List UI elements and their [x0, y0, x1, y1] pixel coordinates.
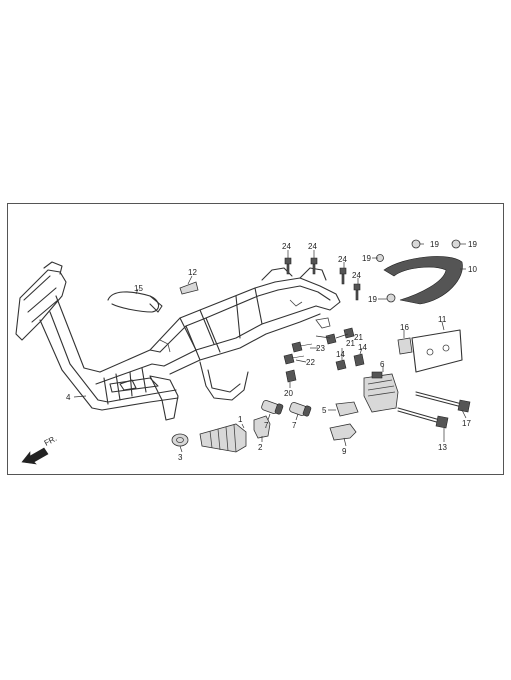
part-7-damper-a — [261, 400, 284, 415]
arrow-icon — [21, 447, 49, 465]
callout-20: 20 — [284, 389, 293, 398]
callout-24-a: 24 — [282, 242, 291, 251]
callout-21-b: 21 — [346, 339, 355, 348]
part-24-bolts — [284, 257, 361, 301]
callout-14-a: 14 — [336, 350, 345, 359]
part-19-washer-c — [386, 293, 396, 303]
callout-21-a: 21 — [354, 333, 363, 342]
callout-6: 6 — [380, 360, 385, 369]
part-1-boot — [199, 423, 247, 453]
part-17-long-bolt — [415, 391, 471, 413]
callout-7-b: 7 — [292, 421, 297, 430]
part-5-block — [335, 401, 359, 417]
callout-19-a: 19 — [430, 240, 439, 249]
callout-24-d: 24 — [352, 271, 361, 280]
part-19-washer-a — [411, 239, 421, 249]
callout-24-b: 24 — [308, 242, 317, 251]
part-10-rear-grip — [383, 256, 463, 305]
callout-9: 9 — [342, 447, 347, 456]
callout-23: 23 — [316, 344, 325, 353]
callout-19-c: 19 — [362, 254, 371, 263]
callout-7-a: 7 — [264, 421, 269, 430]
callout-1: 1 — [238, 415, 243, 424]
callout-22: 22 — [306, 358, 315, 367]
part-2-sleeve — [253, 415, 271, 439]
callout-13: 13 — [438, 443, 447, 452]
part-bolts-misc — [283, 327, 365, 383]
callout-5: 5 — [322, 406, 327, 415]
callout-11: 11 — [438, 315, 447, 324]
part-13-long-bolt — [397, 407, 449, 429]
part-16-rubber — [397, 337, 413, 355]
callout-14-b: 14 — [358, 343, 367, 352]
callout-24-c: 24 — [338, 255, 347, 264]
part-15-strap — [107, 291, 160, 313]
main-frame — [15, 261, 341, 421]
callout-10: 10 — [468, 265, 477, 274]
callout-4: 4 — [66, 393, 71, 402]
part-6-regulator — [363, 371, 399, 413]
part-7-damper-b — [289, 402, 312, 417]
part-11-bracket — [411, 329, 463, 373]
callout-16: 16 — [400, 323, 409, 332]
callout-3: 3 — [178, 453, 183, 462]
part-3-grommet — [171, 433, 189, 447]
callout-17: 17 — [462, 419, 471, 428]
callout-19-d: 19 — [368, 295, 377, 304]
part-12-clip — [179, 281, 199, 295]
callout-2: 2 — [258, 443, 263, 452]
direction-label: FR. — [43, 434, 59, 448]
callout-15: 15 — [134, 284, 143, 293]
part-19-washer-b — [451, 239, 461, 249]
part-9-cap — [329, 423, 357, 441]
callout-numbers: 4 24 24 24 24 19 19 19 10 19 12 15 11 16… — [66, 240, 477, 462]
callout-12: 12 — [188, 268, 197, 277]
callout-19-b: 19 — [468, 240, 477, 249]
leader-lines — [73, 243, 467, 453]
front-direction-arrow: FR. — [21, 434, 59, 465]
